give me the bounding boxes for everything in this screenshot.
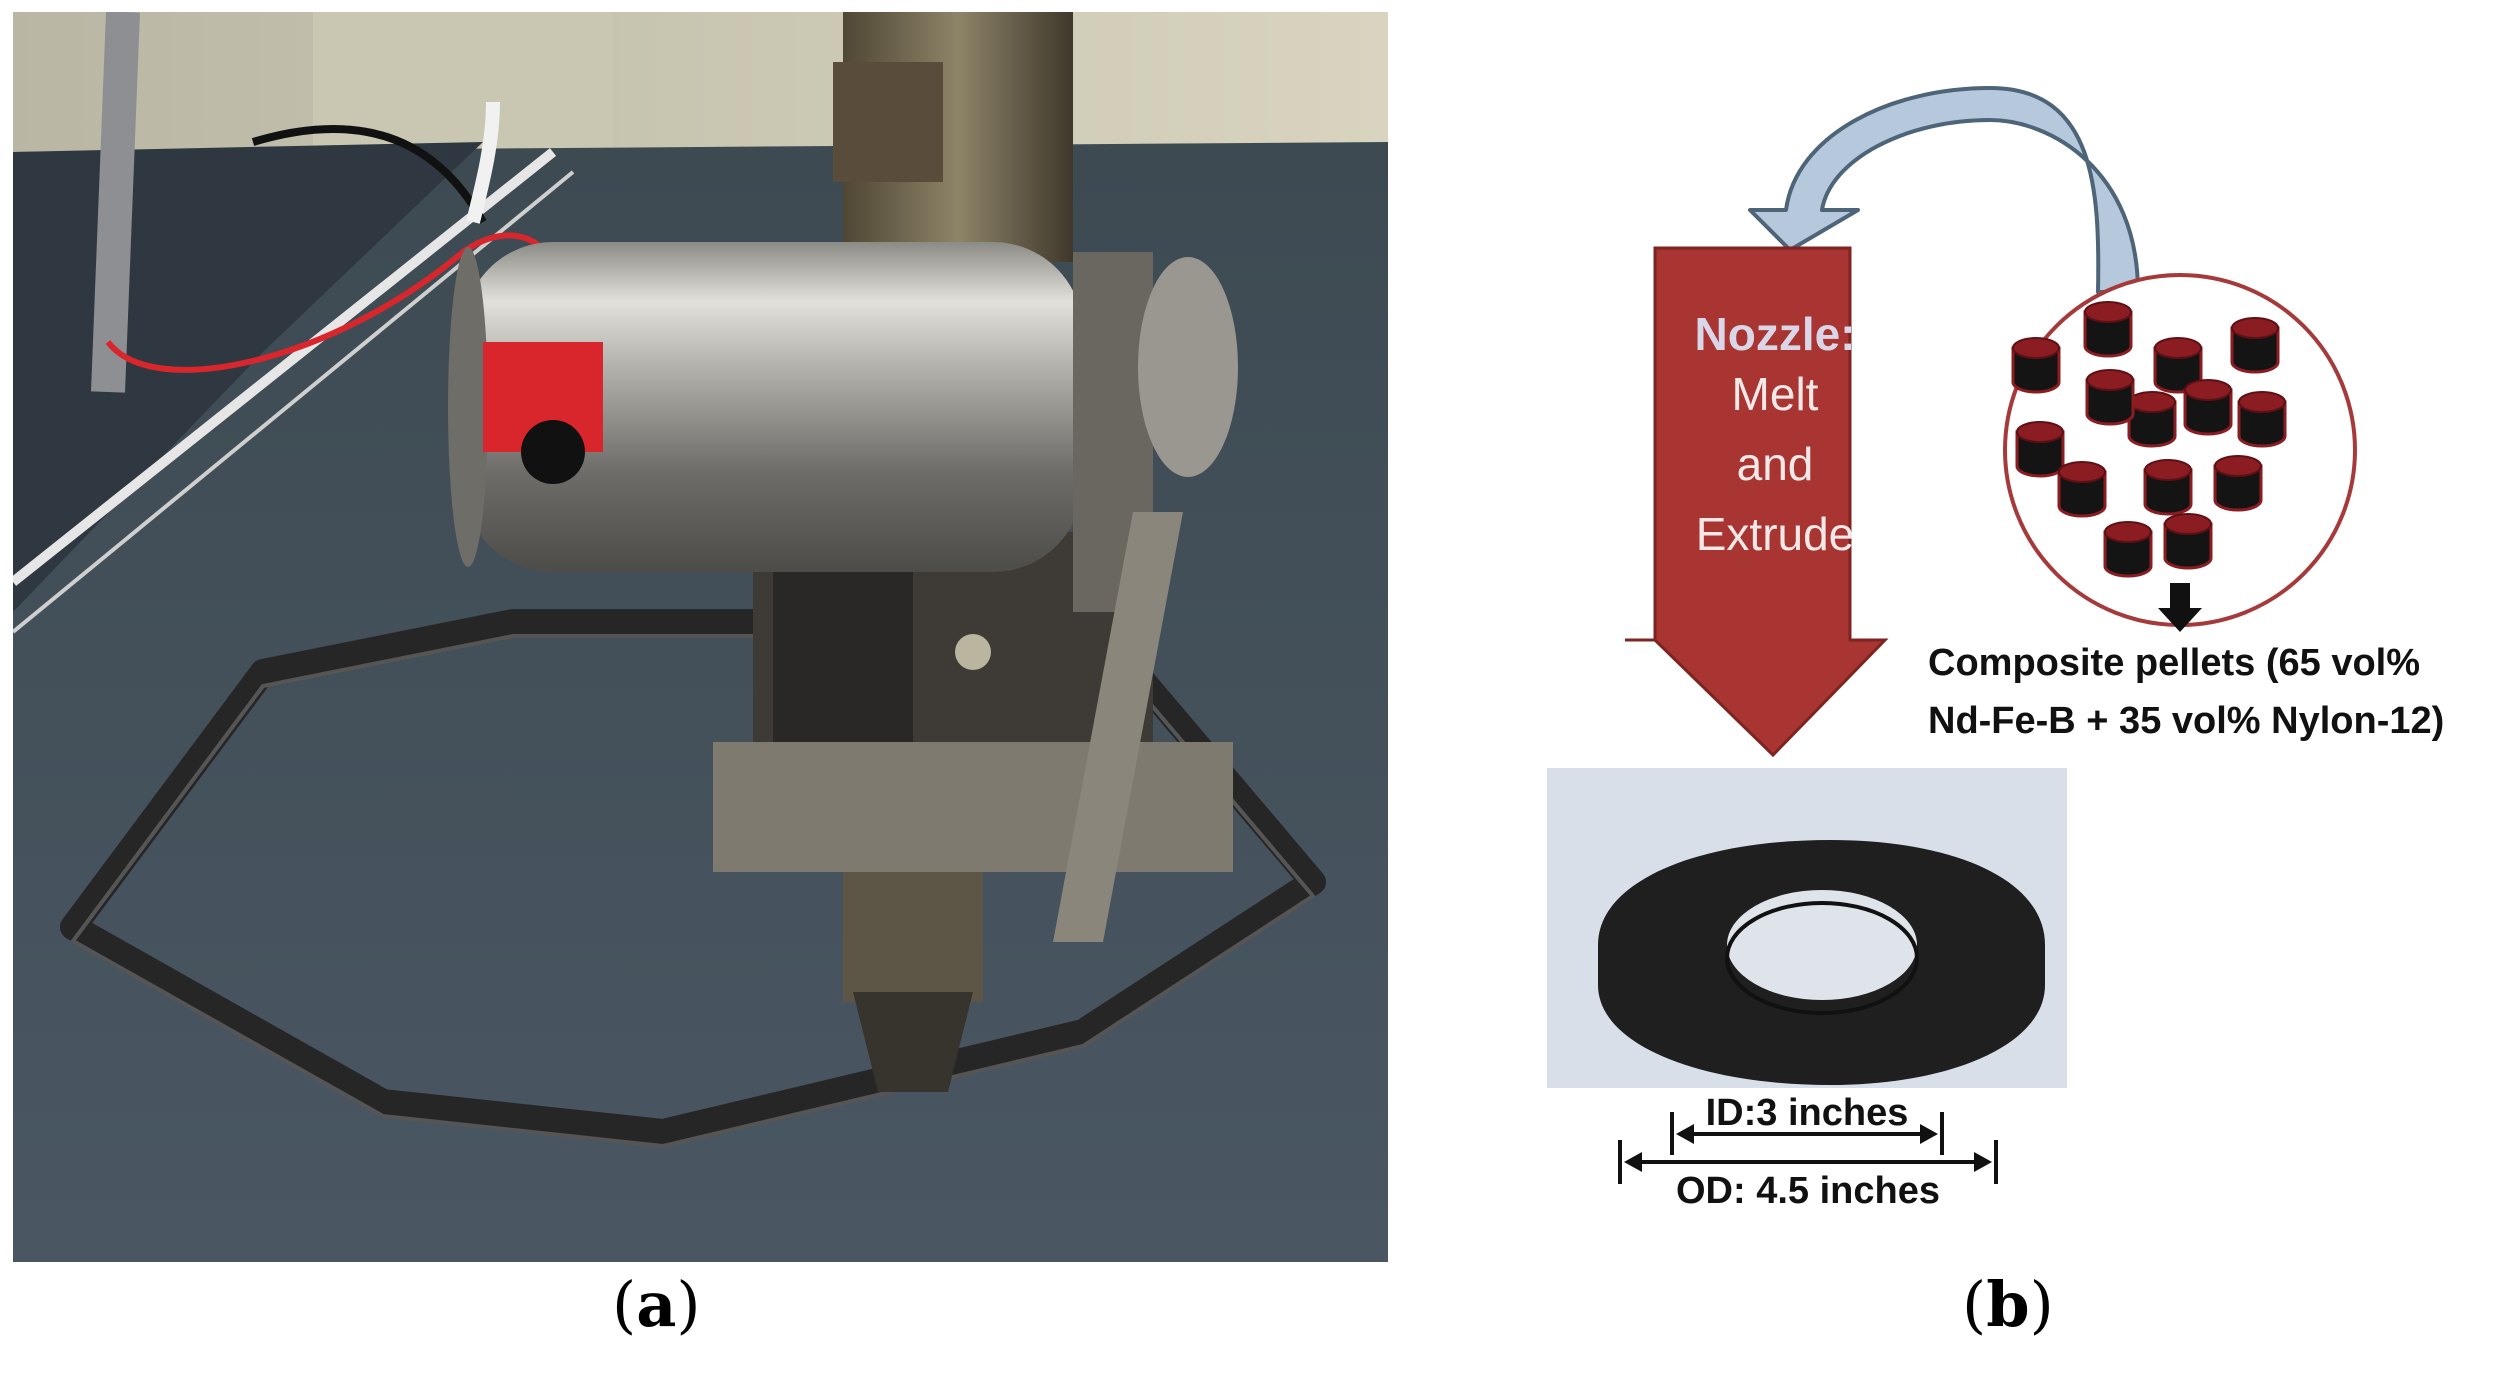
pellets-label-line1: Composite pellets (65 vol%: [1928, 642, 2420, 684]
od-dimension: [1618, 1140, 1998, 1184]
red-wire: [105, 232, 561, 373]
pellet: [2183, 379, 2233, 436]
extruder-photo: [13, 12, 1388, 1262]
grey-cable: [91, 12, 140, 393]
nozzle-line-and: and: [1737, 438, 1814, 490]
pellet: [2103, 521, 2153, 578]
background-wall: [13, 12, 1388, 162]
pellet: [2083, 301, 2133, 358]
caption-b: (b): [1962, 1268, 2054, 1341]
pellet: [2011, 337, 2061, 394]
nozzle-title: Nozzle:: [1695, 308, 1856, 360]
nozzle-shape: [1625, 246, 1889, 758]
nozzle-line-extrude: Extrude: [1696, 508, 1855, 560]
id-dimension: [1670, 1112, 1944, 1155]
motor-cylinder: [463, 242, 1083, 572]
pellet: [2015, 421, 2065, 478]
pellet: [2143, 459, 2193, 516]
pellet: [2237, 391, 2287, 448]
id-label: ID:3 inches: [1706, 1092, 1909, 1134]
pellet: [2153, 337, 2203, 394]
down-arrow: [2158, 583, 2202, 632]
nozzle-line-melt: Melt: [1732, 368, 1819, 420]
pellet: [2213, 455, 2263, 512]
pellet: [2230, 317, 2280, 374]
printed-hexagon-part: [60, 609, 1326, 1145]
pellets-group: [2011, 301, 2287, 578]
nozzle-tip: [843, 872, 983, 1002]
pellet: [2085, 369, 2135, 426]
black-cable: [251, 125, 487, 224]
pellets-label-line2: Nd-Fe-B + 35 vol% Nylon-12): [1928, 700, 2444, 742]
pellet: [2163, 513, 2213, 570]
feed-arrow: [1748, 86, 2140, 294]
pellet: [2127, 391, 2177, 448]
od-label: OD: 4.5 inches: [1676, 1170, 1940, 1212]
ring-magnet-photo: [1547, 768, 2067, 1088]
pellet: [2057, 461, 2107, 518]
caption-a: (a): [612, 1268, 701, 1341]
process-diagram: Nozzle: Melt and Extrude Composite pelle…: [1547, 86, 2444, 1212]
